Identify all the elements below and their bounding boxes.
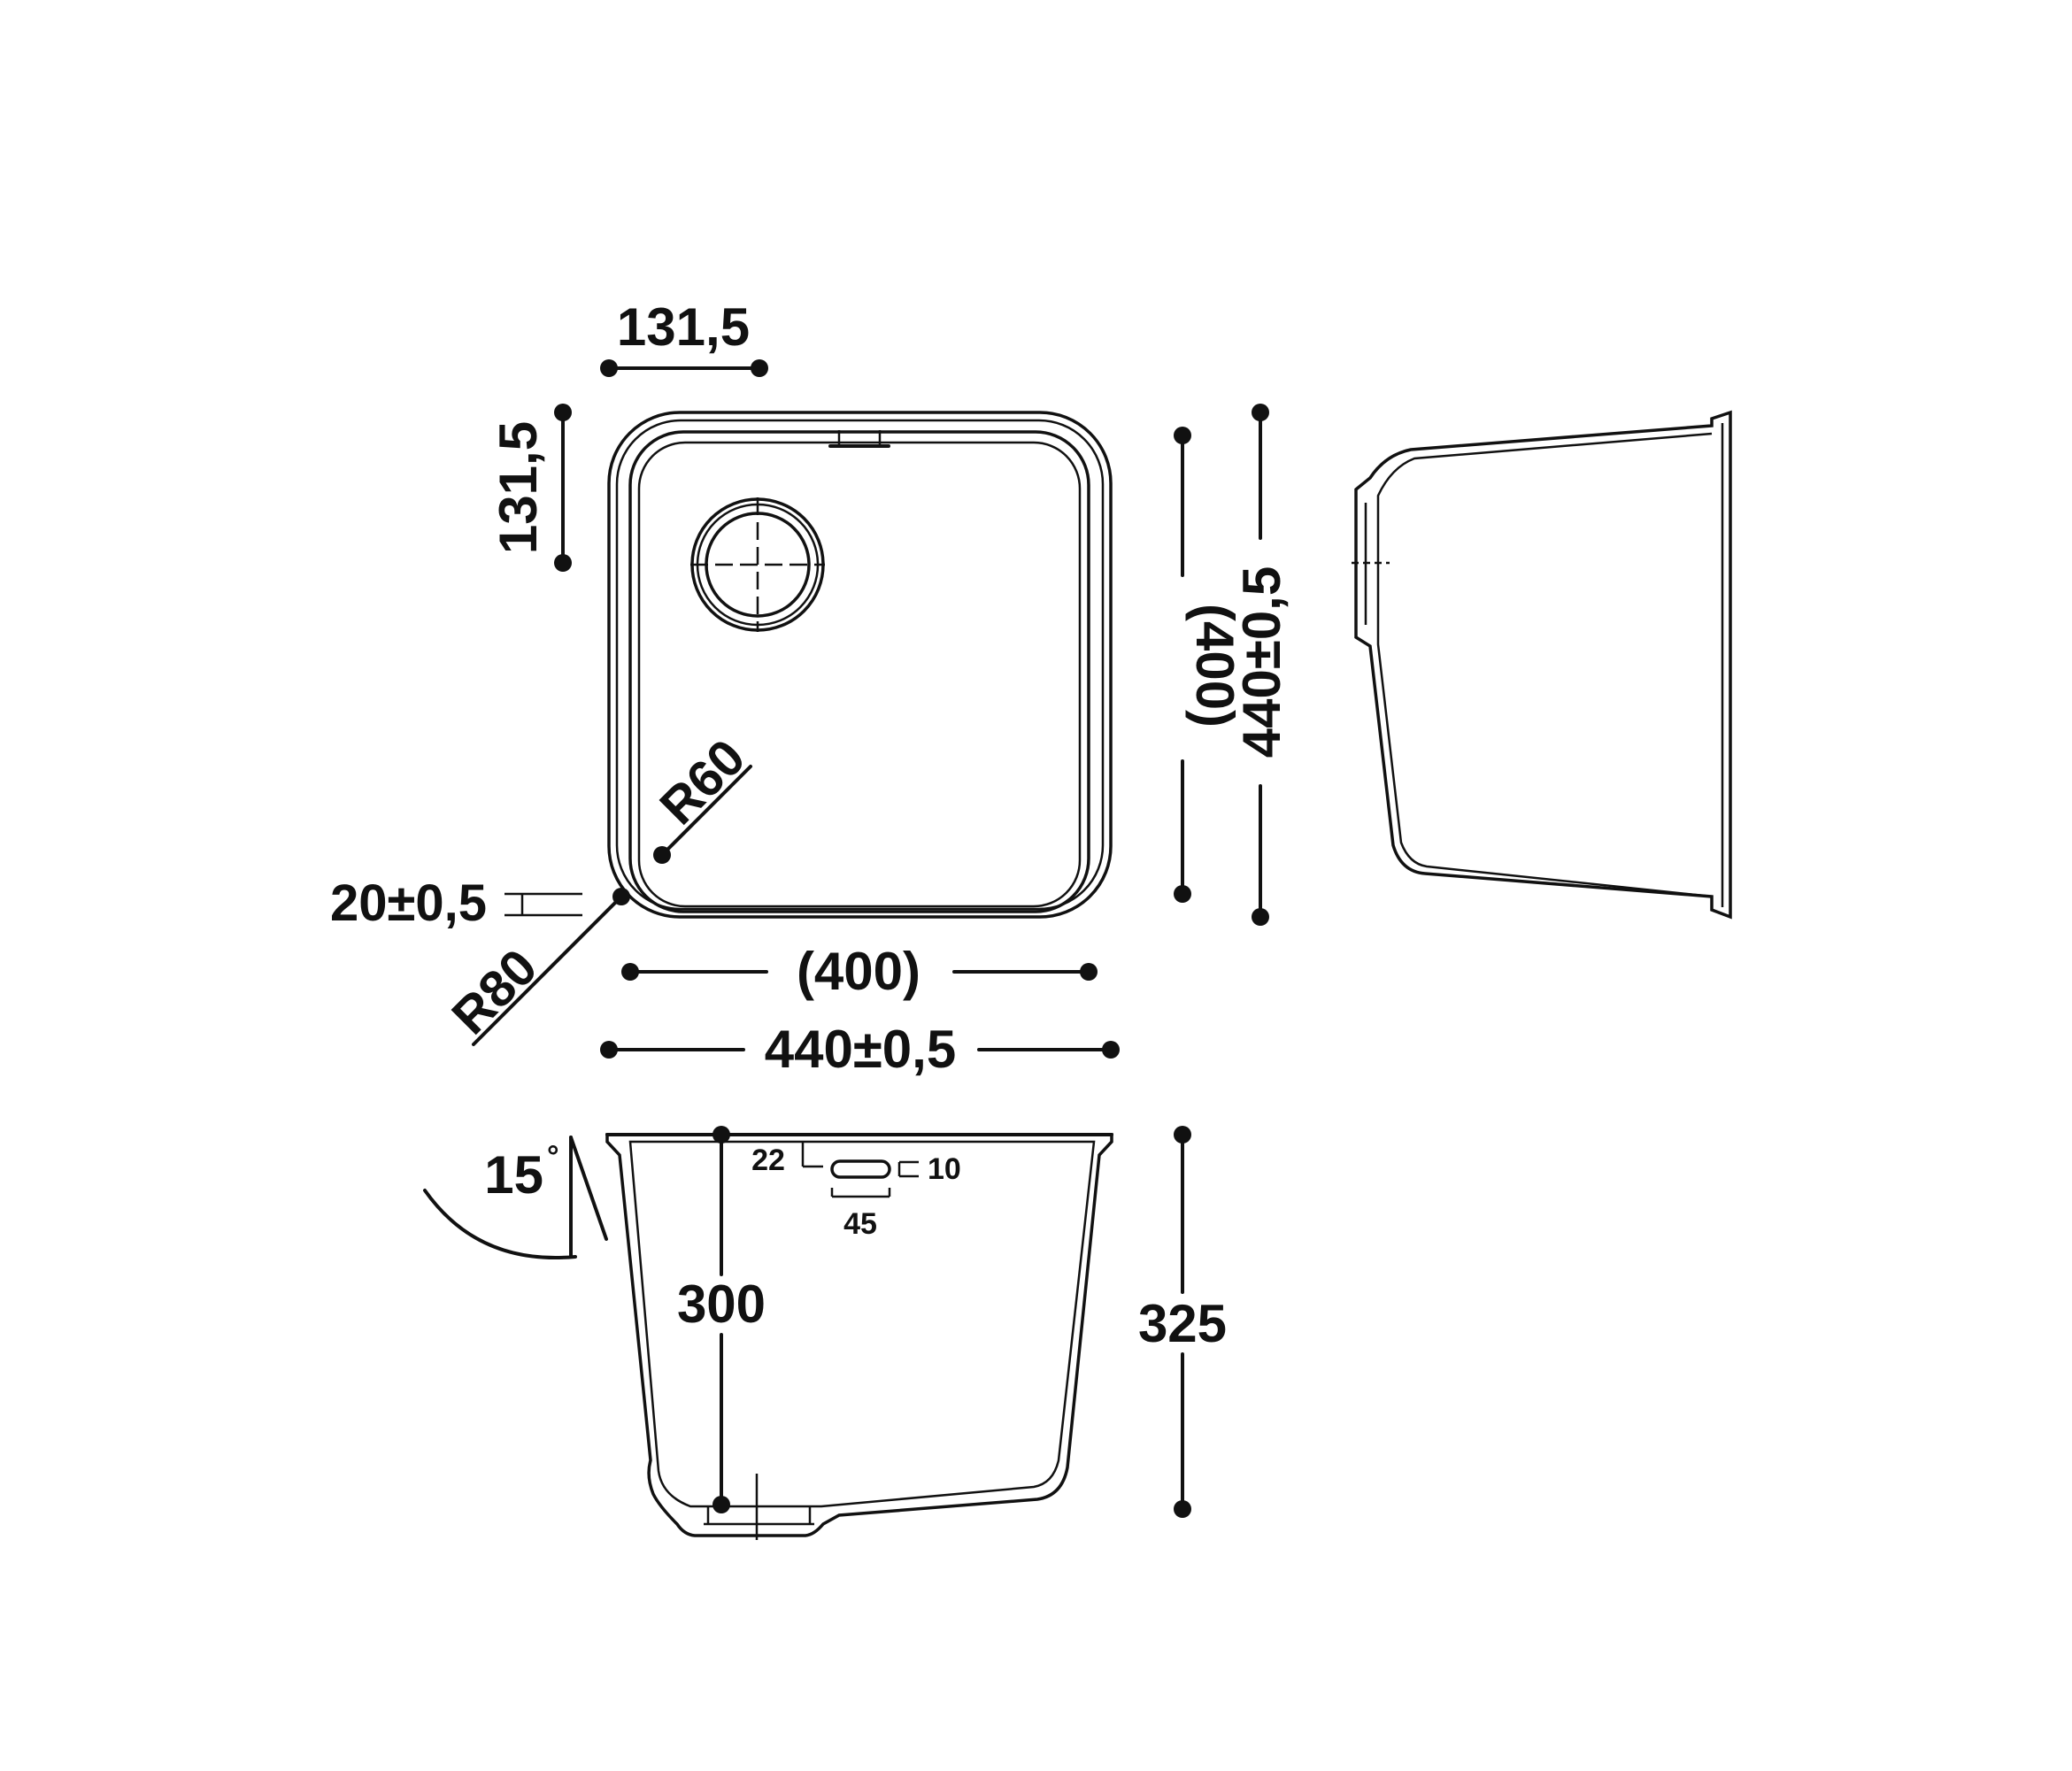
overflow-detail bbox=[801, 1142, 919, 1198]
outer-radius-leader bbox=[472, 888, 630, 1046]
outer-width-label: 440±0,5 bbox=[765, 1020, 956, 1079]
front-view-inner-outline bbox=[628, 1140, 1096, 1508]
inner-height-dimension bbox=[1174, 427, 1191, 903]
outer-depth-dimension bbox=[1174, 1126, 1191, 1518]
angle-unit-label: ° bbox=[547, 1140, 559, 1174]
angle-label: 15 bbox=[484, 1145, 543, 1205]
inner-depth-dimension bbox=[712, 1126, 730, 1513]
top-view: R60 R80 131,5 131,5 20±0,5 bbox=[330, 297, 1291, 1079]
bowl-outline bbox=[628, 430, 1090, 913]
side-view-outer-outline bbox=[1354, 410, 1732, 920]
overflow-22-label: 22 bbox=[751, 1143, 785, 1177]
top-left-height-label: 131,5 bbox=[489, 421, 548, 554]
overflow-10-label: 10 bbox=[928, 1152, 961, 1186]
side-view bbox=[1352, 410, 1732, 920]
outer-width-dimension bbox=[600, 1041, 1120, 1059]
inner-radius-label: R60 bbox=[649, 728, 756, 835]
outer-rim-inner-outline bbox=[615, 419, 1105, 911]
inner-width-dimension bbox=[621, 963, 1098, 981]
angle-indicator bbox=[423, 1136, 608, 1259]
top-left-height-dimension bbox=[554, 404, 572, 572]
top-left-width-dimension bbox=[600, 359, 768, 377]
outer-height-label: 440±0,5 bbox=[1232, 566, 1291, 758]
front-view: 22 10 45 300 325 15 ° bbox=[423, 1126, 1227, 1540]
outer-rim-outline bbox=[607, 411, 1113, 919]
outer-height-dimension bbox=[1252, 404, 1269, 926]
rim-label: 20±0,5 bbox=[330, 874, 487, 932]
inner-height-label: (400) bbox=[1185, 604, 1244, 728]
side-view-inner-outline bbox=[1376, 423, 1724, 907]
drain-icon bbox=[690, 497, 825, 632]
inner-radius-leader bbox=[653, 765, 752, 864]
outer-depth-label: 325 bbox=[1138, 1294, 1227, 1353]
top-left-width-label: 131,5 bbox=[617, 297, 750, 357]
inner-width-label: (400) bbox=[797, 942, 920, 1001]
bowl-inner-outline bbox=[637, 441, 1082, 908]
overflow-45-label: 45 bbox=[843, 1207, 877, 1241]
front-view-outer-outline bbox=[605, 1133, 1113, 1537]
rim-dimension bbox=[505, 892, 582, 917]
outer-radius-label: R80 bbox=[441, 938, 548, 1045]
inner-depth-label: 300 bbox=[677, 1274, 766, 1334]
